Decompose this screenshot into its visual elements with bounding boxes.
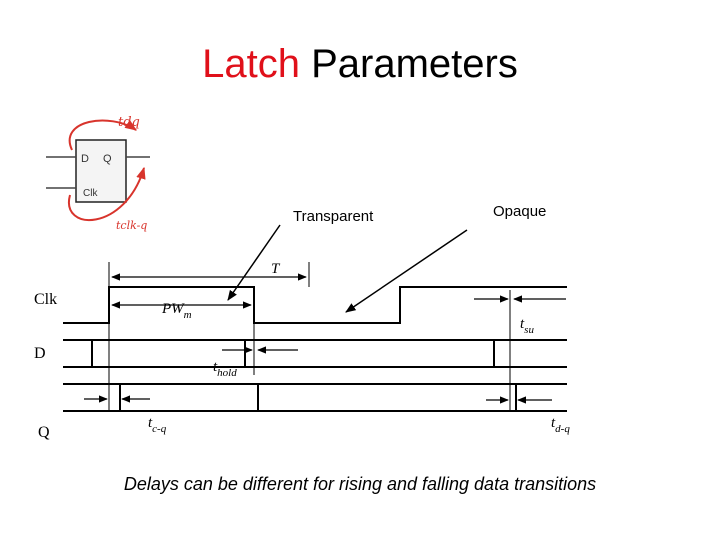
pw-sub: m — [184, 309, 192, 321]
slide-title: Latch Parameters — [0, 42, 720, 87]
d-waveform-b — [63, 339, 567, 368]
tdq-arc — [68, 119, 137, 151]
period-label: T — [271, 261, 281, 277]
setup-label: tsu — [520, 316, 534, 336]
latch-port-q: Q — [103, 153, 112, 165]
arrow-opaque — [345, 229, 468, 313]
latch-box — [75, 139, 127, 203]
latch-port-d: D — [81, 153, 89, 165]
pw-label: PWm — [161, 301, 192, 321]
label-opaque: Opaque — [493, 203, 546, 220]
title-accent: Latch — [202, 42, 300, 86]
dq-label: td-q — [551, 415, 570, 435]
latch-port-clk: Clk — [83, 188, 98, 199]
hold-sub: hold — [217, 367, 237, 379]
note-tclkq: tclk-q — [116, 219, 147, 232]
signal-clk-label: Clk — [34, 291, 57, 308]
note-tdq: tdq — [118, 115, 140, 130]
clk-waveform — [63, 286, 567, 324]
hold-label: thold — [213, 359, 237, 379]
clkq-sub: c-q — [152, 423, 167, 435]
tclkq-arc — [67, 166, 146, 222]
title-rest: Parameters — [311, 42, 518, 86]
dq-sub: d-q — [555, 423, 570, 435]
d-waveform-a — [63, 339, 567, 368]
latch-sketch: D Q Clk tdq tclk-q — [46, 115, 150, 232]
setup-sub: su — [524, 324, 534, 336]
signal-q-label: Q — [38, 424, 50, 441]
clkq-label: tc-q — [148, 415, 167, 435]
footer-note: Delays can be different for rising and f… — [123, 474, 597, 494]
q-waveform-a — [63, 383, 567, 412]
q-waveform-b — [63, 383, 567, 412]
label-transparent: Transparent — [293, 208, 374, 225]
signal-d-label: D — [34, 345, 46, 362]
